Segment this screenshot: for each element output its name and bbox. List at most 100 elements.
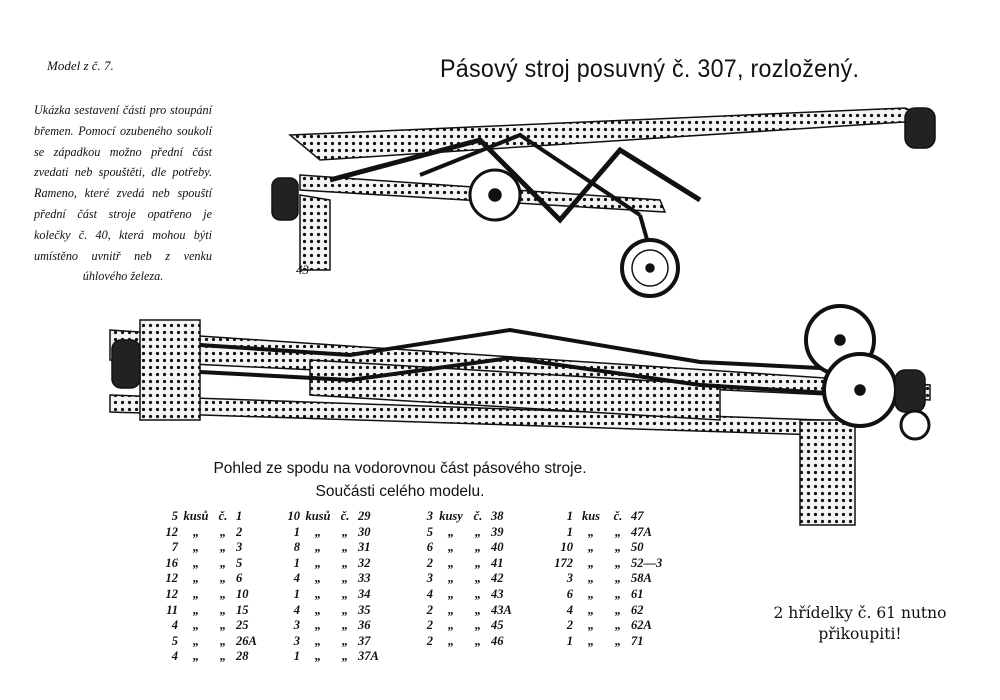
part-no-label: „	[341, 633, 349, 648]
part-quantity: 11	[166, 602, 178, 617]
part-no-label: „	[474, 602, 482, 617]
part-no-label: „	[219, 633, 227, 648]
parts-list-row: 2„„41	[405, 556, 541, 572]
part-no-label: „	[614, 524, 622, 539]
part-number: 29	[358, 509, 371, 523]
part-unit: kus	[581, 509, 601, 523]
part-quantity: 3	[426, 571, 433, 586]
part-quantity: 6	[426, 540, 433, 555]
parts-list-row: 5„„26A	[150, 634, 286, 650]
part-no-label: „	[614, 602, 622, 617]
parts-list-row: 8„„31	[272, 540, 408, 556]
part-no-label: „	[474, 586, 482, 601]
part-number: 39	[491, 524, 504, 539]
part-unit: „	[314, 571, 322, 586]
part-unit: „	[192, 649, 200, 664]
part-no-label: „	[614, 540, 622, 555]
part-number: 25	[236, 618, 249, 633]
part-unit: „	[447, 602, 455, 617]
part-unit: „	[314, 524, 322, 539]
parts-list-row: 6 „ „ 40	[405, 540, 541, 556]
part-number: 61	[631, 586, 644, 601]
part-number: 35	[358, 602, 371, 617]
part-number: 40	[491, 540, 504, 555]
part-number: 34	[358, 586, 371, 601]
part-unit: kusů	[305, 509, 331, 523]
part-number: 43	[491, 586, 504, 601]
part-no-label: „	[474, 540, 482, 555]
part-no-label: „	[219, 524, 227, 539]
parts-list-row: 12„„6	[150, 571, 286, 587]
part-no-label: „	[474, 618, 482, 633]
part-number: 3	[236, 540, 243, 555]
part-quantity: 4	[171, 618, 178, 633]
part-unit: „	[314, 540, 322, 555]
part-no-label: č.	[473, 509, 483, 523]
part-unit: „	[192, 602, 200, 617]
part-quantity: 5	[426, 524, 433, 539]
part-quantity: 1	[566, 524, 573, 539]
part-no-label: č.	[340, 509, 350, 523]
part-number: 62A	[631, 618, 652, 633]
part-quantity: 10	[560, 540, 574, 555]
part-number: 58A	[631, 571, 652, 586]
part-number: 45	[491, 618, 504, 633]
parts-list-row: 4„„25	[150, 618, 286, 634]
part-quantity: 3	[566, 571, 573, 586]
parts-list-row: 3„„58A	[545, 571, 681, 587]
part-no-label: „	[219, 571, 227, 586]
part-quantity: 1	[293, 586, 300, 601]
part-number: 31	[358, 540, 371, 555]
part-unit: „	[192, 633, 200, 648]
part-quantity: 1	[293, 555, 300, 570]
part-unit: „	[587, 555, 595, 570]
part-unit: „	[447, 540, 455, 555]
part-number: 15	[236, 602, 249, 617]
part-quantity: 3	[426, 509, 433, 523]
part-number: 33	[358, 571, 371, 586]
part-no-label: „	[614, 586, 622, 601]
part-no-label: „	[474, 555, 482, 570]
part-unit: „	[314, 586, 322, 601]
model-reference: Model z č. 7.	[47, 58, 114, 73]
parts-list-row: 4„„28	[150, 649, 286, 665]
part-no-label: „	[341, 649, 349, 664]
part-number: 37	[358, 633, 371, 648]
note-line-2: přikoupiti!	[818, 625, 902, 643]
parts-list-row: 1„„47A	[545, 525, 681, 541]
part-quantity: 8	[293, 540, 300, 555]
parts-list-row: 2„„45	[405, 618, 541, 634]
part-quantity: 16	[165, 555, 179, 570]
part-no-label: č.	[218, 509, 228, 523]
part-unit: „	[447, 586, 455, 601]
part-quantity: 5	[171, 633, 178, 648]
upper-machine-drawing	[271, 107, 936, 298]
parts-list-row: 7„„3	[150, 540, 286, 556]
parts-list-row: 3„„36	[272, 618, 408, 634]
part-number: 47A	[631, 524, 652, 539]
part-no-label: „	[614, 555, 622, 570]
part-number: 41	[491, 555, 504, 570]
part-unit: „	[192, 524, 200, 539]
parts-list-row: 12„„2	[150, 525, 286, 541]
part-unit: „	[447, 524, 455, 539]
parts-list-row: 2„„46	[405, 634, 541, 650]
part-quantity: 1	[293, 524, 300, 539]
parts-list-row: 4„„43	[405, 587, 541, 603]
part-unit: „	[192, 571, 200, 586]
part-number: 28	[236, 649, 249, 664]
page-title: Pásový stroj posuvný č. 307, rozložený.	[440, 55, 860, 83]
part-quantity: 4	[566, 602, 573, 617]
part-unit: „	[587, 618, 595, 633]
part-quantity: 5	[171, 509, 178, 523]
part-number: 52—3	[631, 555, 663, 570]
caption-line-2: Součásti celého modelu.	[315, 483, 485, 500]
part-no-label: „	[474, 524, 482, 539]
part-number: 47	[631, 509, 644, 523]
